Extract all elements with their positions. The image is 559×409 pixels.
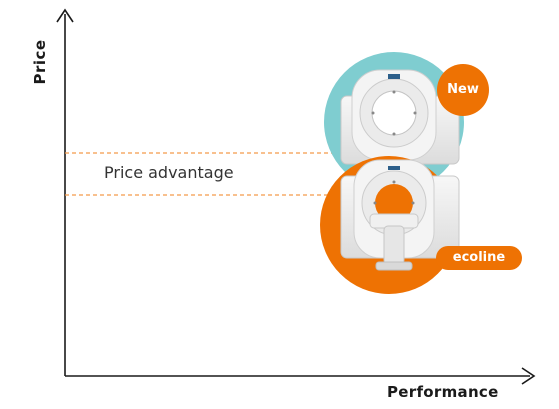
- ct-scanner-icon: [340, 69, 460, 165]
- ct-scanner-icon: [340, 159, 460, 271]
- y-axis-arrow: [56, 8, 74, 23]
- x-axis-arrow: [521, 367, 536, 385]
- x-axis-label: Performance: [387, 383, 499, 401]
- price-advantage-label: Price advantage: [104, 163, 234, 182]
- ecoline-badge: ecoline: [436, 246, 522, 270]
- new-badge: New: [437, 64, 489, 116]
- y-axis-label: Price: [31, 39, 49, 85]
